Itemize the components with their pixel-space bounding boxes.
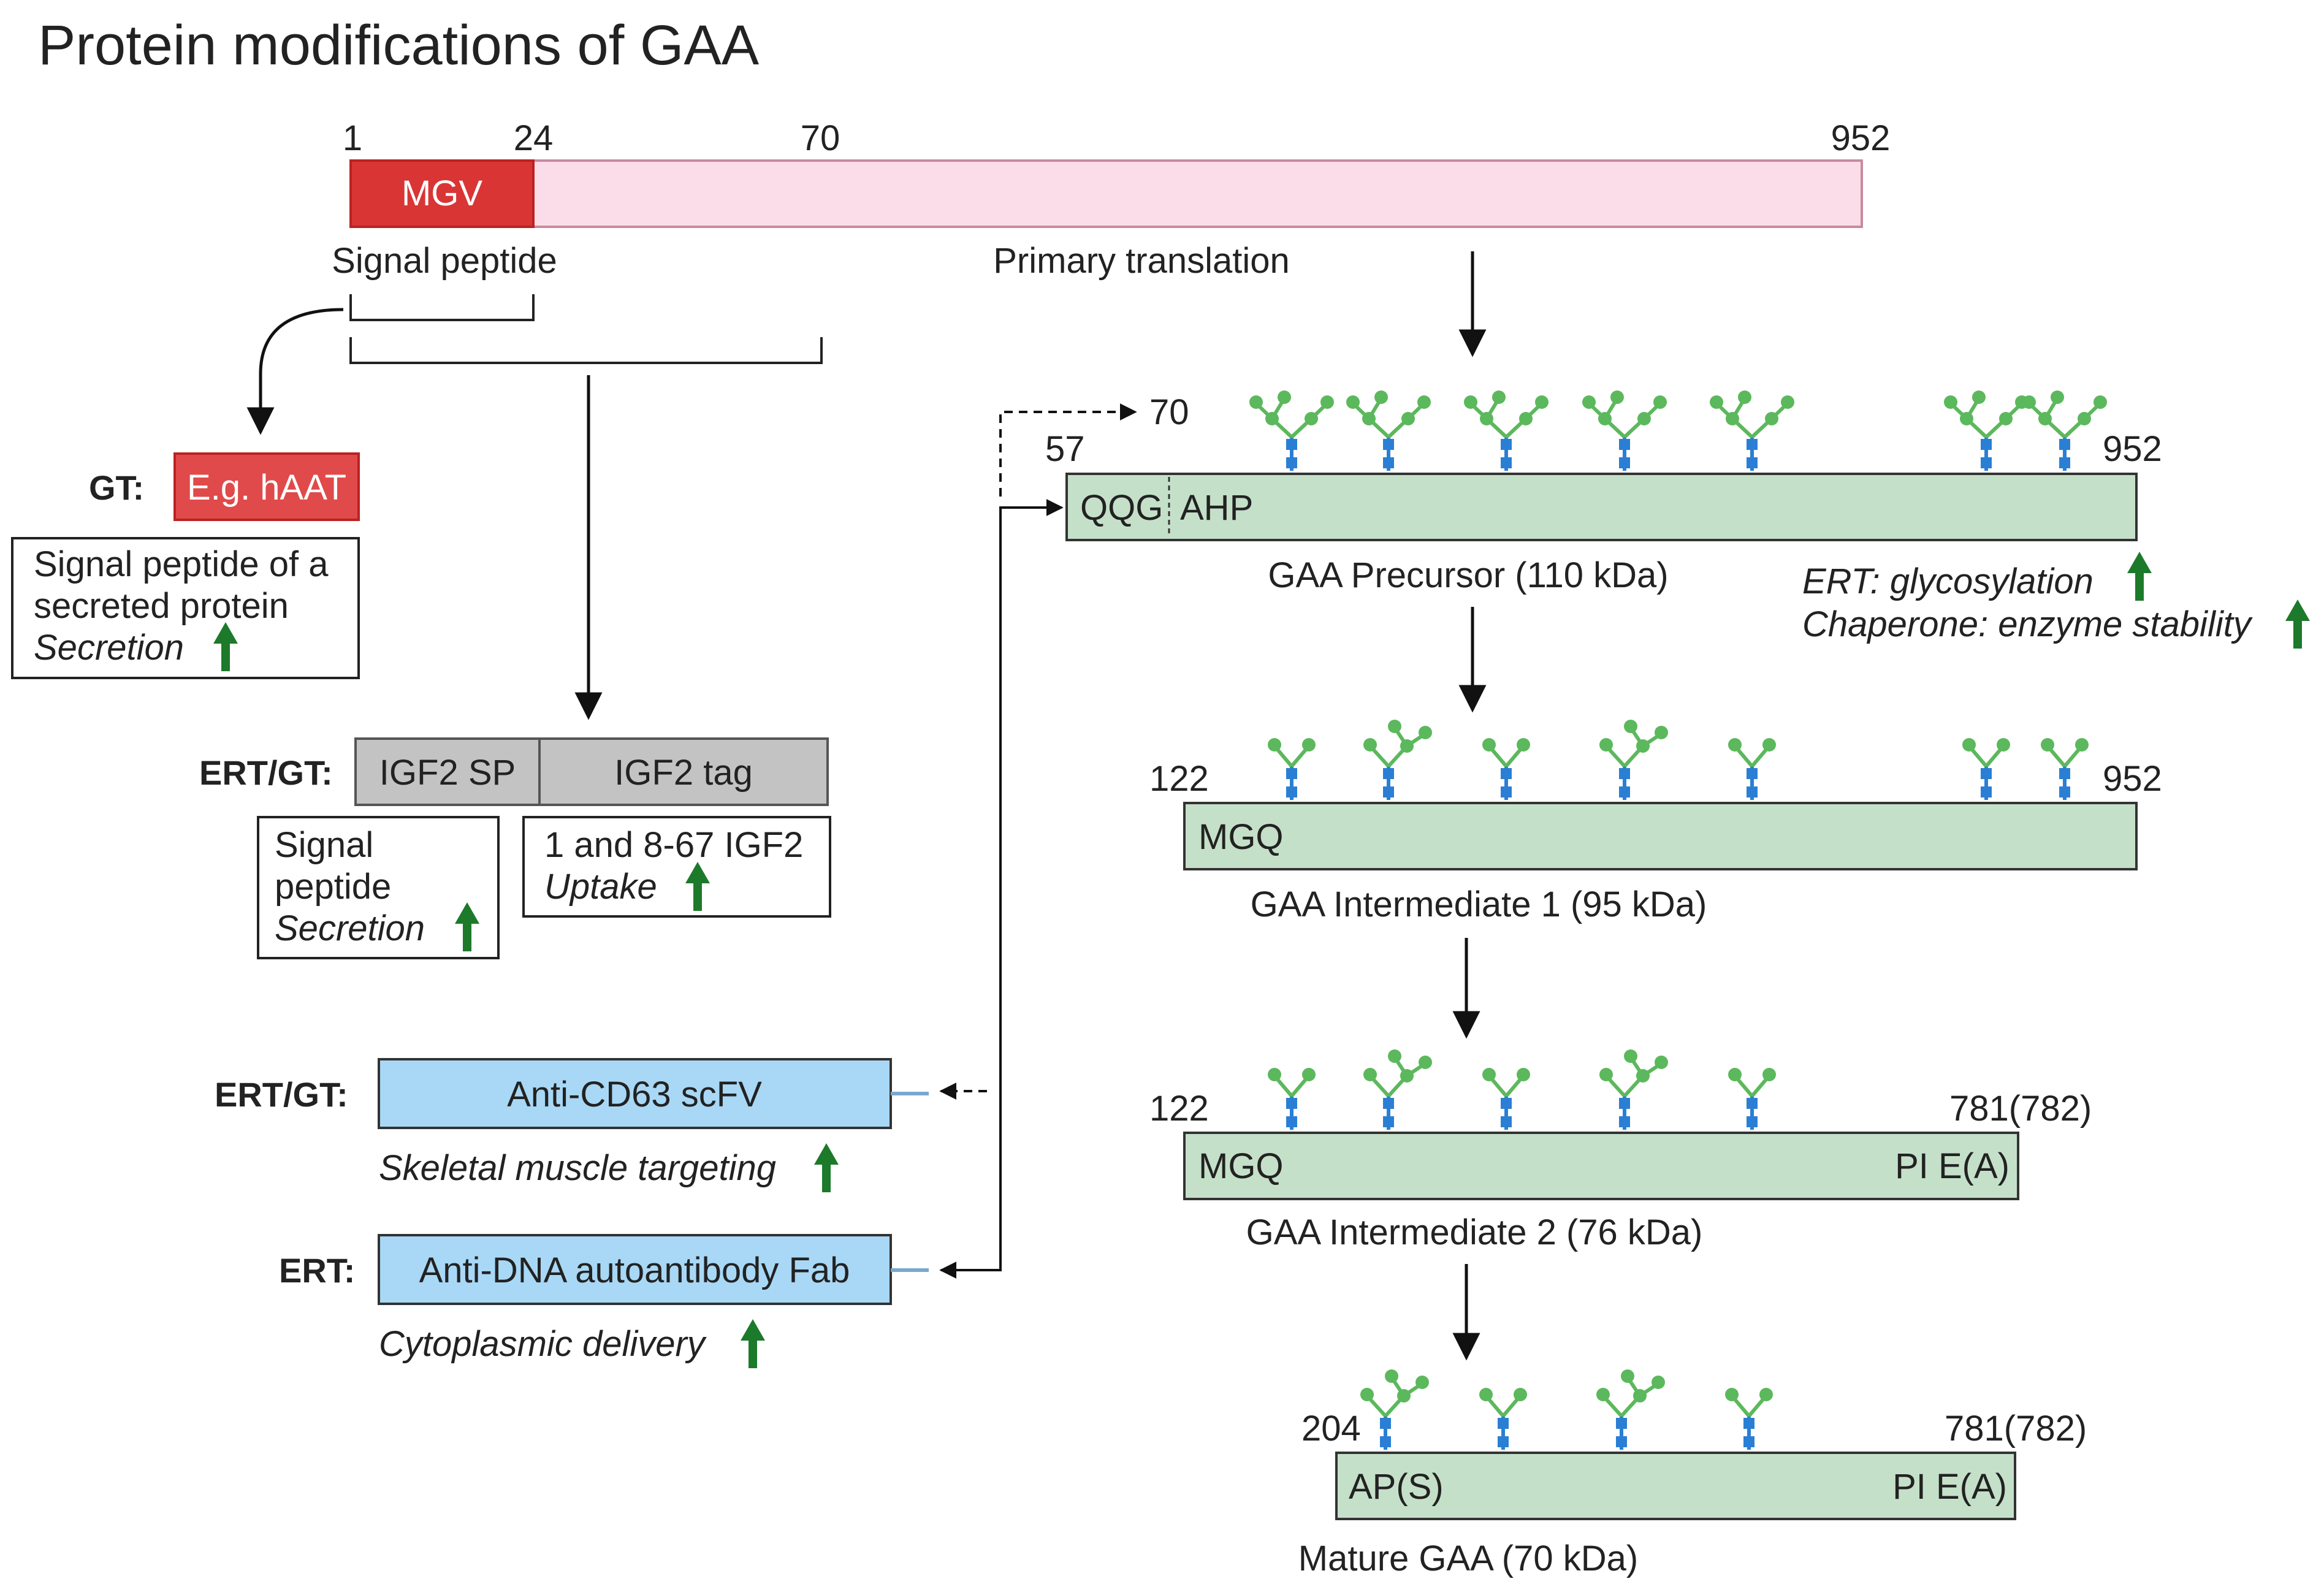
intermediate1-num-start: 122: [1149, 759, 1209, 799]
mgv-signal-segment: [349, 159, 535, 228]
gt-desc-box: [11, 537, 360, 679]
intermediate2-glycan-icon: [1728, 1068, 1776, 1130]
precursor-mid: AHP: [1180, 488, 1253, 528]
intermediate2-glycan-icon: [1482, 1068, 1530, 1130]
dna-effect: Cytoplasmic delivery: [379, 1324, 707, 1364]
mature-bar: [1335, 1452, 2016, 1520]
igf2-tag-label: IGF2 tag: [614, 753, 753, 793]
intermediate1-glycan-icon: [1482, 738, 1530, 800]
igf2-sp-desc-effect: Secretion: [275, 908, 425, 948]
mature-glycan-icon: [1596, 1369, 1665, 1450]
cd63-prefix: ERT/GT:: [215, 1075, 348, 1114]
arrow-to-gt: [246, 308, 344, 435]
precursor-glycan-icon: [1346, 390, 1431, 471]
page-title: Protein modifications of GAA: [38, 14, 760, 77]
precursor-num-57: 57: [1045, 429, 1085, 469]
intermediate1-num-end: 952: [2103, 759, 2162, 799]
primary-translation-label: Primary translation: [993, 241, 1289, 281]
intermediate1-label: GAA Intermediate 1 (95 kDa): [1251, 885, 1707, 924]
mature-label: Mature GAA (70 kDa): [1298, 1539, 1638, 1578]
intermediate2-right: PI E(A): [1895, 1146, 2010, 1186]
intermediate1-glycan-icon: [1599, 720, 1668, 800]
igf2-sp-desc-box: [257, 816, 500, 959]
precursor-left: QQG: [1080, 488, 1163, 528]
igf2-sp-desc-line1: Signal: [275, 825, 373, 865]
precursor-glycan-icon: [1944, 390, 2029, 471]
mature-num-start: 204: [1301, 1409, 1361, 1448]
precursor-glycans: [1249, 390, 2107, 471]
intermediate1-glycan-icon: [1363, 720, 1432, 800]
igf2-prefix: ERT/GT:: [199, 753, 333, 792]
intermediate1-left: MGQ: [1198, 817, 1284, 857]
first-70-bracket: [349, 337, 823, 364]
gt-hAAT-label: E.g. hAAT: [187, 468, 346, 508]
intermediate2-glycan-icon: [1599, 1049, 1668, 1130]
intermediate2-num-end: 781(782): [1949, 1089, 2092, 1129]
dna-to-precursor-connector: [939, 499, 1064, 1279]
intermediate1-glycan-icon: [1962, 738, 2010, 800]
signal-peptide-label: Signal peptide: [332, 241, 557, 281]
intermediate1-bar: [1183, 802, 2138, 870]
igf2-sp-box: [354, 737, 541, 806]
signal-bracket: [349, 294, 535, 321]
gt-hAAT-box: [173, 452, 360, 521]
cd63-label: Anti-CD63 scFV: [507, 1075, 762, 1114]
intermediate1-glycan-icon: [1728, 738, 1776, 800]
precursor-num-952: 952: [2103, 429, 2162, 469]
igf2-tag-desc-line1: 1 and 8-67 IGF2: [544, 825, 803, 865]
gt-prefix: GT:: [89, 468, 144, 507]
precursor-num-70: 70: [1149, 392, 1189, 432]
residue-70-label: 70: [801, 118, 840, 158]
precursor-note2-up-arrow-icon: [2285, 600, 2310, 649]
mature-left: AP(S): [1349, 1467, 1444, 1507]
precursor-label: GAA Precursor (110 kDa): [1268, 555, 1668, 595]
intermediate2-left: MGQ: [1198, 1146, 1284, 1186]
dna-prefix: ERT:: [279, 1251, 355, 1290]
dna-box: [378, 1234, 892, 1305]
mature-glycan-icon: [1479, 1388, 1527, 1450]
intermediate1-glycans: [1268, 720, 2089, 800]
dna-up-arrow-icon: [741, 1319, 765, 1368]
intermediate1-glycan-icon: [1268, 738, 1316, 800]
precursor-glycan-icon: [1710, 390, 1794, 471]
residue-952-label: 952: [1831, 118, 1891, 158]
precursor-glycan-icon: [1582, 390, 1667, 471]
precursor-glycan-icon: [1464, 390, 1549, 471]
mature-num-end: 781(782): [1945, 1409, 2087, 1448]
mature-right: PI E(A): [1892, 1467, 2007, 1507]
precursor-glycan-icon: [2022, 390, 2107, 471]
mature-glycan-icon: [1360, 1369, 1429, 1450]
intermediate2-label: GAA Intermediate 2 (76 kDa): [1246, 1212, 1703, 1252]
mgv-label: MGV: [402, 173, 482, 213]
gt-desc-line2: secreted protein: [34, 586, 289, 626]
gt-desc-line1: Signal peptide of a: [34, 544, 329, 584]
primary-translation-bar: MGV: [349, 159, 1863, 228]
igf2-tag-desc-effect: Uptake: [544, 867, 657, 907]
dna-label: Anti-DNA autoantibody Fab: [419, 1250, 850, 1290]
igf2-sp-label: IGF2 SP: [379, 753, 516, 793]
mature-glycans: [1360, 1369, 1773, 1450]
igf2-tag-desc-box: [522, 816, 831, 918]
intermediate2-glycan-icon: [1268, 1068, 1316, 1130]
precursor-note1: ERT: glycosylation: [1802, 561, 2094, 601]
precursor-bar: [1065, 473, 2138, 541]
intermediate2-bar: [1183, 1132, 2019, 1200]
precursor-glycan-icon: [1249, 390, 1334, 471]
cd63-box: [378, 1058, 892, 1129]
cd63-effect: Skeletal muscle targeting: [379, 1148, 776, 1188]
intermediate1-glycan-icon: [2041, 738, 2089, 800]
precursor-note2: Chaperone: enzyme stability: [1802, 604, 2253, 644]
gt-desc-effect: Secretion: [34, 628, 184, 668]
igf2-sp-desc-line2: peptide: [275, 867, 391, 907]
precursor-note1-up-arrow-icon: [2127, 552, 2152, 601]
intermediate2-glycans: [1268, 1049, 1776, 1130]
residue-1-label: 1: [343, 118, 362, 158]
igf2-tag-box: [538, 737, 829, 806]
cd63-up-arrow-icon: [814, 1143, 839, 1192]
intermediate2-glycan-icon: [1363, 1049, 1432, 1130]
mature-glycan-icon: [1725, 1388, 1773, 1450]
intermediate2-num-start: 122: [1149, 1089, 1209, 1129]
residue-24-label: 24: [514, 118, 554, 158]
